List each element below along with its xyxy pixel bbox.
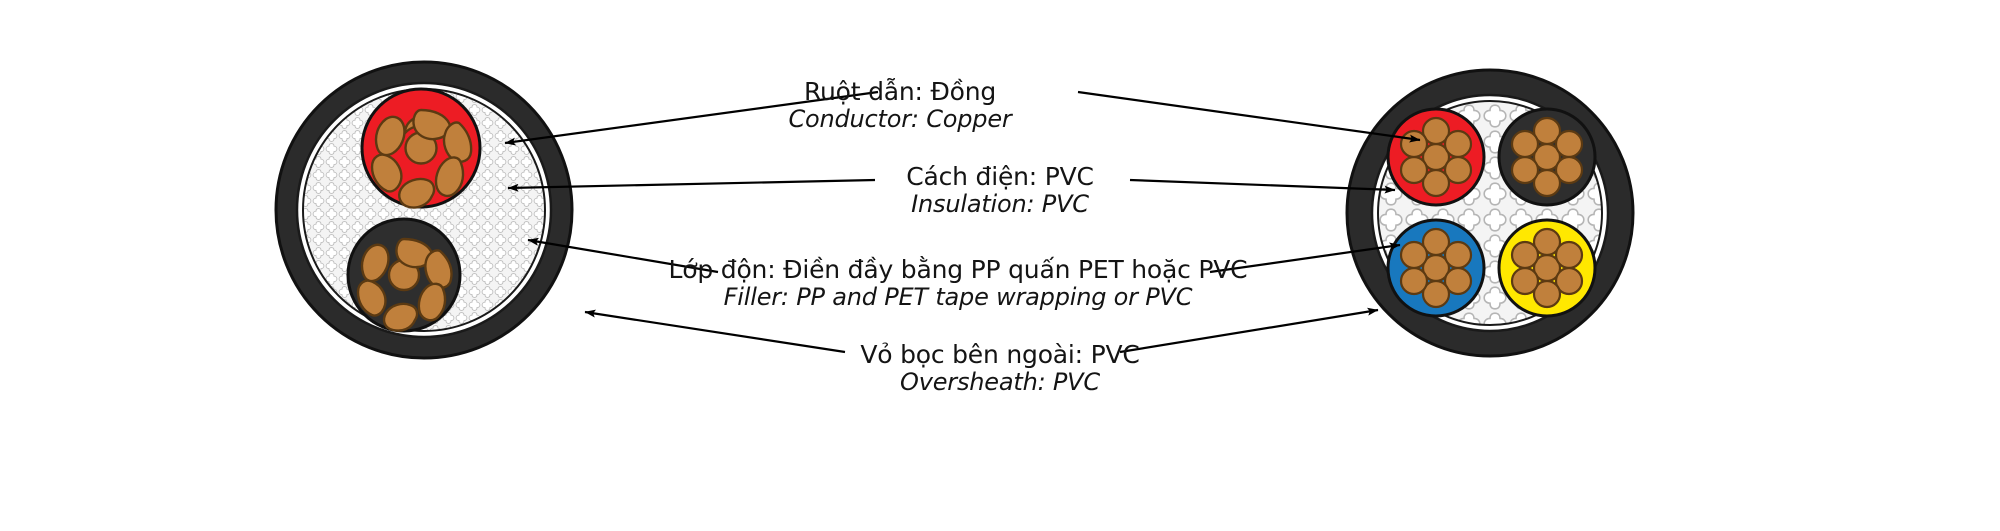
two-core-cable xyxy=(274,60,574,360)
right-core-blue xyxy=(1386,218,1486,318)
label-conductor: Ruột dẫn: Đồng Conductor: Copper xyxy=(788,78,1011,133)
four-core-cable xyxy=(1345,68,1635,358)
right-core-black-conductor xyxy=(1510,116,1584,198)
right-core-red xyxy=(1386,107,1486,207)
leader-filler-right xyxy=(1209,242,1401,274)
label-insulation-en: Insulation: PVC xyxy=(911,190,1089,218)
label-oversheath-en: Oversheath: PVC xyxy=(900,368,1100,396)
label-insulation-vi: Cách điện: PVC xyxy=(906,162,1094,191)
right-core-red-conductor xyxy=(1399,116,1473,198)
leader-conductor-right xyxy=(1077,90,1421,143)
right-core-yellow xyxy=(1497,218,1597,318)
label-filler: Lớp độn: Điền đầy bằng PP quấn PET hoặc … xyxy=(669,256,1248,311)
label-filler-en: Filler: PP and PET tape wrapping or PVC xyxy=(723,283,1193,311)
right-core-yellow-conductor xyxy=(1510,227,1584,309)
label-oversheath: Vỏ bọc bên ngoài: PVC Oversheath: PVC xyxy=(860,340,1140,396)
leader-filler-left xyxy=(527,237,719,274)
leader-oversheath-left xyxy=(584,309,846,354)
leader-oversheath-right xyxy=(1119,307,1379,354)
leader-conductor-left xyxy=(504,90,879,146)
left-core-black-conductor xyxy=(356,237,453,332)
left-core-red-conductor xyxy=(370,108,473,209)
leader-insulation-left xyxy=(507,178,876,192)
label-oversheath-vi: Vỏ bọc bên ngoài: PVC xyxy=(860,340,1140,369)
left-core-red xyxy=(360,87,482,209)
label-conductor-vi: Ruột dẫn: Đồng xyxy=(803,77,997,106)
label-insulation: Cách điện: PVC Insulation: PVC xyxy=(906,163,1094,218)
leader-insulation-right xyxy=(1129,178,1396,194)
left-core-black xyxy=(346,217,462,333)
label-filler-vi: Lớp độn: Điền đầy bằng PP quấn PET hoặc … xyxy=(668,255,1248,284)
right-core-black xyxy=(1497,107,1597,207)
label-conductor-en: Conductor: Copper xyxy=(788,105,1012,133)
right-core-blue-conductor xyxy=(1399,227,1473,309)
